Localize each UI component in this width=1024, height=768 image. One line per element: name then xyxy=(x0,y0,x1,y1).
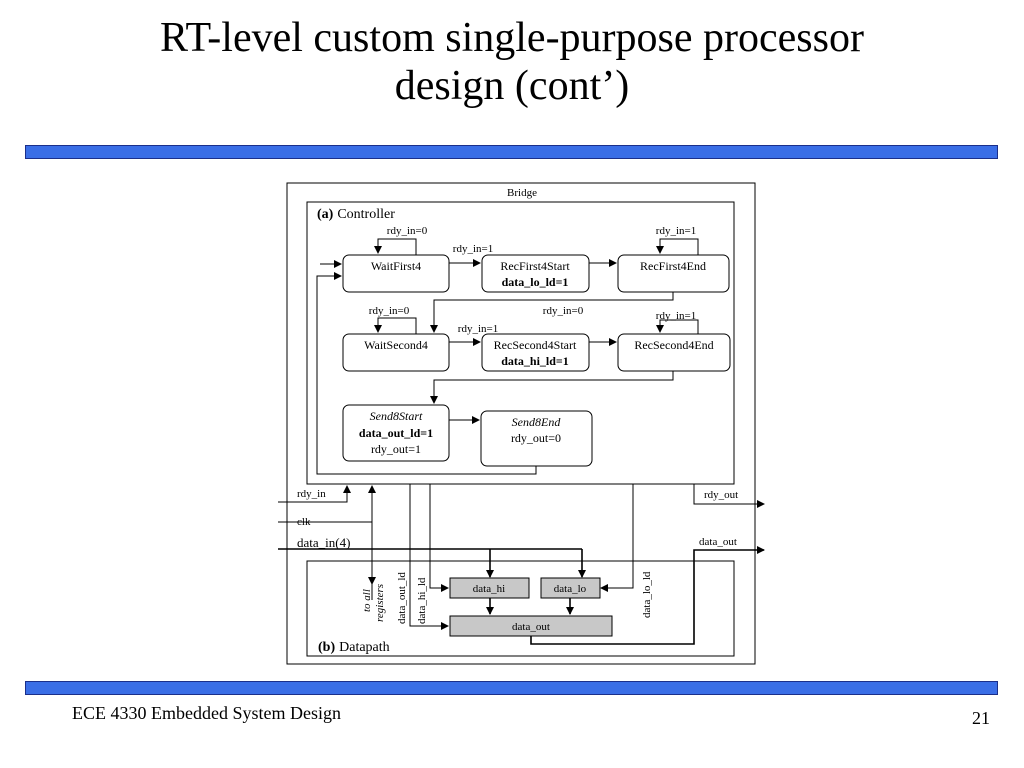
transition-label-t1: rdy_in=0 xyxy=(387,225,428,237)
data-hi-ld-label: data_hi_ld xyxy=(416,577,428,624)
transition-label-t2: rdy_in=1 xyxy=(453,243,493,255)
state-rec-second4-start-name: RecSecond4Start xyxy=(494,338,577,352)
state-send8-start-action2: rdy_out=1 xyxy=(371,442,421,456)
rdy-out-wire xyxy=(693,484,765,508)
to-all-label-line2: registers xyxy=(374,584,386,622)
state-send8-start-action: data_out_ld=1 xyxy=(359,426,433,440)
self-loop-rec-second4-end xyxy=(656,319,699,334)
state-rec-first4-end: RecFirst4End xyxy=(617,254,730,293)
controller-label: (a)Controller xyxy=(317,207,395,222)
state-wait-second4-name: WaitSecond4 xyxy=(364,338,428,352)
state-send8-start: Send8Start data_out_ld=1 rdy_out=1 xyxy=(342,404,450,462)
arrow-rec-second4-end-to-send8-start xyxy=(430,371,674,404)
rdy-out-label: rdy_out xyxy=(704,489,738,501)
state-rec-first4-start-name: RecFirst4Start xyxy=(500,259,570,273)
bridge-label: Bridge xyxy=(507,187,537,199)
bridge-box xyxy=(286,182,756,665)
datapath-label: (b)Datapath xyxy=(318,640,390,655)
register-data-out: data_out xyxy=(449,615,613,637)
arrow-rec-first4-end-to-wait-second4 xyxy=(430,292,674,333)
state-rec-second4-start-action: data_hi_ld=1 xyxy=(501,354,569,368)
page-number: 21 xyxy=(972,708,990,728)
state-send8-start-name: Send8Start xyxy=(370,409,423,423)
footer-course-title: ECE 4330 Embedded System Design xyxy=(72,703,341,723)
slide-title-line2: design (cont’) xyxy=(394,63,630,109)
state-send8-end: Send8End rdy_out=0 xyxy=(480,410,593,467)
data-lo-ld-wire xyxy=(600,484,634,592)
data-in-label: data_in(4) xyxy=(297,535,350,550)
state-rec-first4-end-name: RecFirst4End xyxy=(640,259,706,273)
state-rec-first4-start-action: data_lo_ld=1 xyxy=(502,275,569,289)
self-loop-wait-first4 xyxy=(374,238,417,255)
transition-label-t3: rdy_in=1 xyxy=(656,225,696,237)
slide-title: RT-level custom single-purpose processor… xyxy=(0,14,1024,110)
transition-label-t5: rdy_in=0 xyxy=(543,305,584,317)
state-rec-second4-start: RecSecond4Start data_hi_ld=1 xyxy=(481,333,590,372)
register-data-lo-label: data_lo xyxy=(554,583,587,595)
state-send8-end-action: rdy_out=0 xyxy=(511,431,561,445)
bottom-divider-bar xyxy=(25,681,998,695)
self-loop-wait-second4 xyxy=(374,317,417,334)
slide-title-line1: RT-level custom single-purpose processor xyxy=(160,15,864,61)
to-all-label-line1: to all xyxy=(361,589,373,612)
data-out-ld-wire xyxy=(409,484,449,630)
register-data-hi: data_hi xyxy=(449,577,530,599)
datapath-box xyxy=(306,560,735,657)
transition-label-t7: rdy_in=1 xyxy=(656,310,696,322)
state-rec-second4-end-name: RecSecond4End xyxy=(634,338,713,352)
state-rec-first4-start: RecFirst4Start data_lo_ld=1 xyxy=(481,254,590,293)
controller-box xyxy=(306,201,735,485)
state-send8-end-name: Send8End xyxy=(512,415,562,429)
register-data-lo: data_lo xyxy=(540,577,601,599)
state-wait-second4: WaitSecond4 xyxy=(342,333,450,372)
data-out-label: data_out xyxy=(699,536,737,548)
clk-label: clk xyxy=(297,516,311,528)
transition-label-t4: rdy_in=0 xyxy=(369,305,410,317)
data-lo-ld-label: data_lo_ld xyxy=(641,571,653,618)
data-out-ld-label: data_out_ld xyxy=(396,572,408,624)
state-wait-first4-name: WaitFirst4 xyxy=(371,259,421,273)
data-hi-ld-wire xyxy=(429,484,449,592)
arrow-send8-end-to-wait-first4 xyxy=(316,272,537,475)
rdy-in-wire xyxy=(278,485,351,503)
self-loop-rec-first4-end xyxy=(656,238,699,255)
rdy-in-label: rdy_in xyxy=(297,488,326,500)
register-data-hi-label: data_hi xyxy=(473,583,505,595)
state-wait-first4: WaitFirst4 xyxy=(342,254,450,293)
transition-label-t6: rdy_in=1 xyxy=(458,323,498,335)
state-rec-second4-end: RecSecond4End xyxy=(617,333,731,372)
top-divider-bar xyxy=(25,145,998,159)
data-out-bus xyxy=(530,546,765,645)
register-data-out-label: data_out xyxy=(512,621,550,633)
